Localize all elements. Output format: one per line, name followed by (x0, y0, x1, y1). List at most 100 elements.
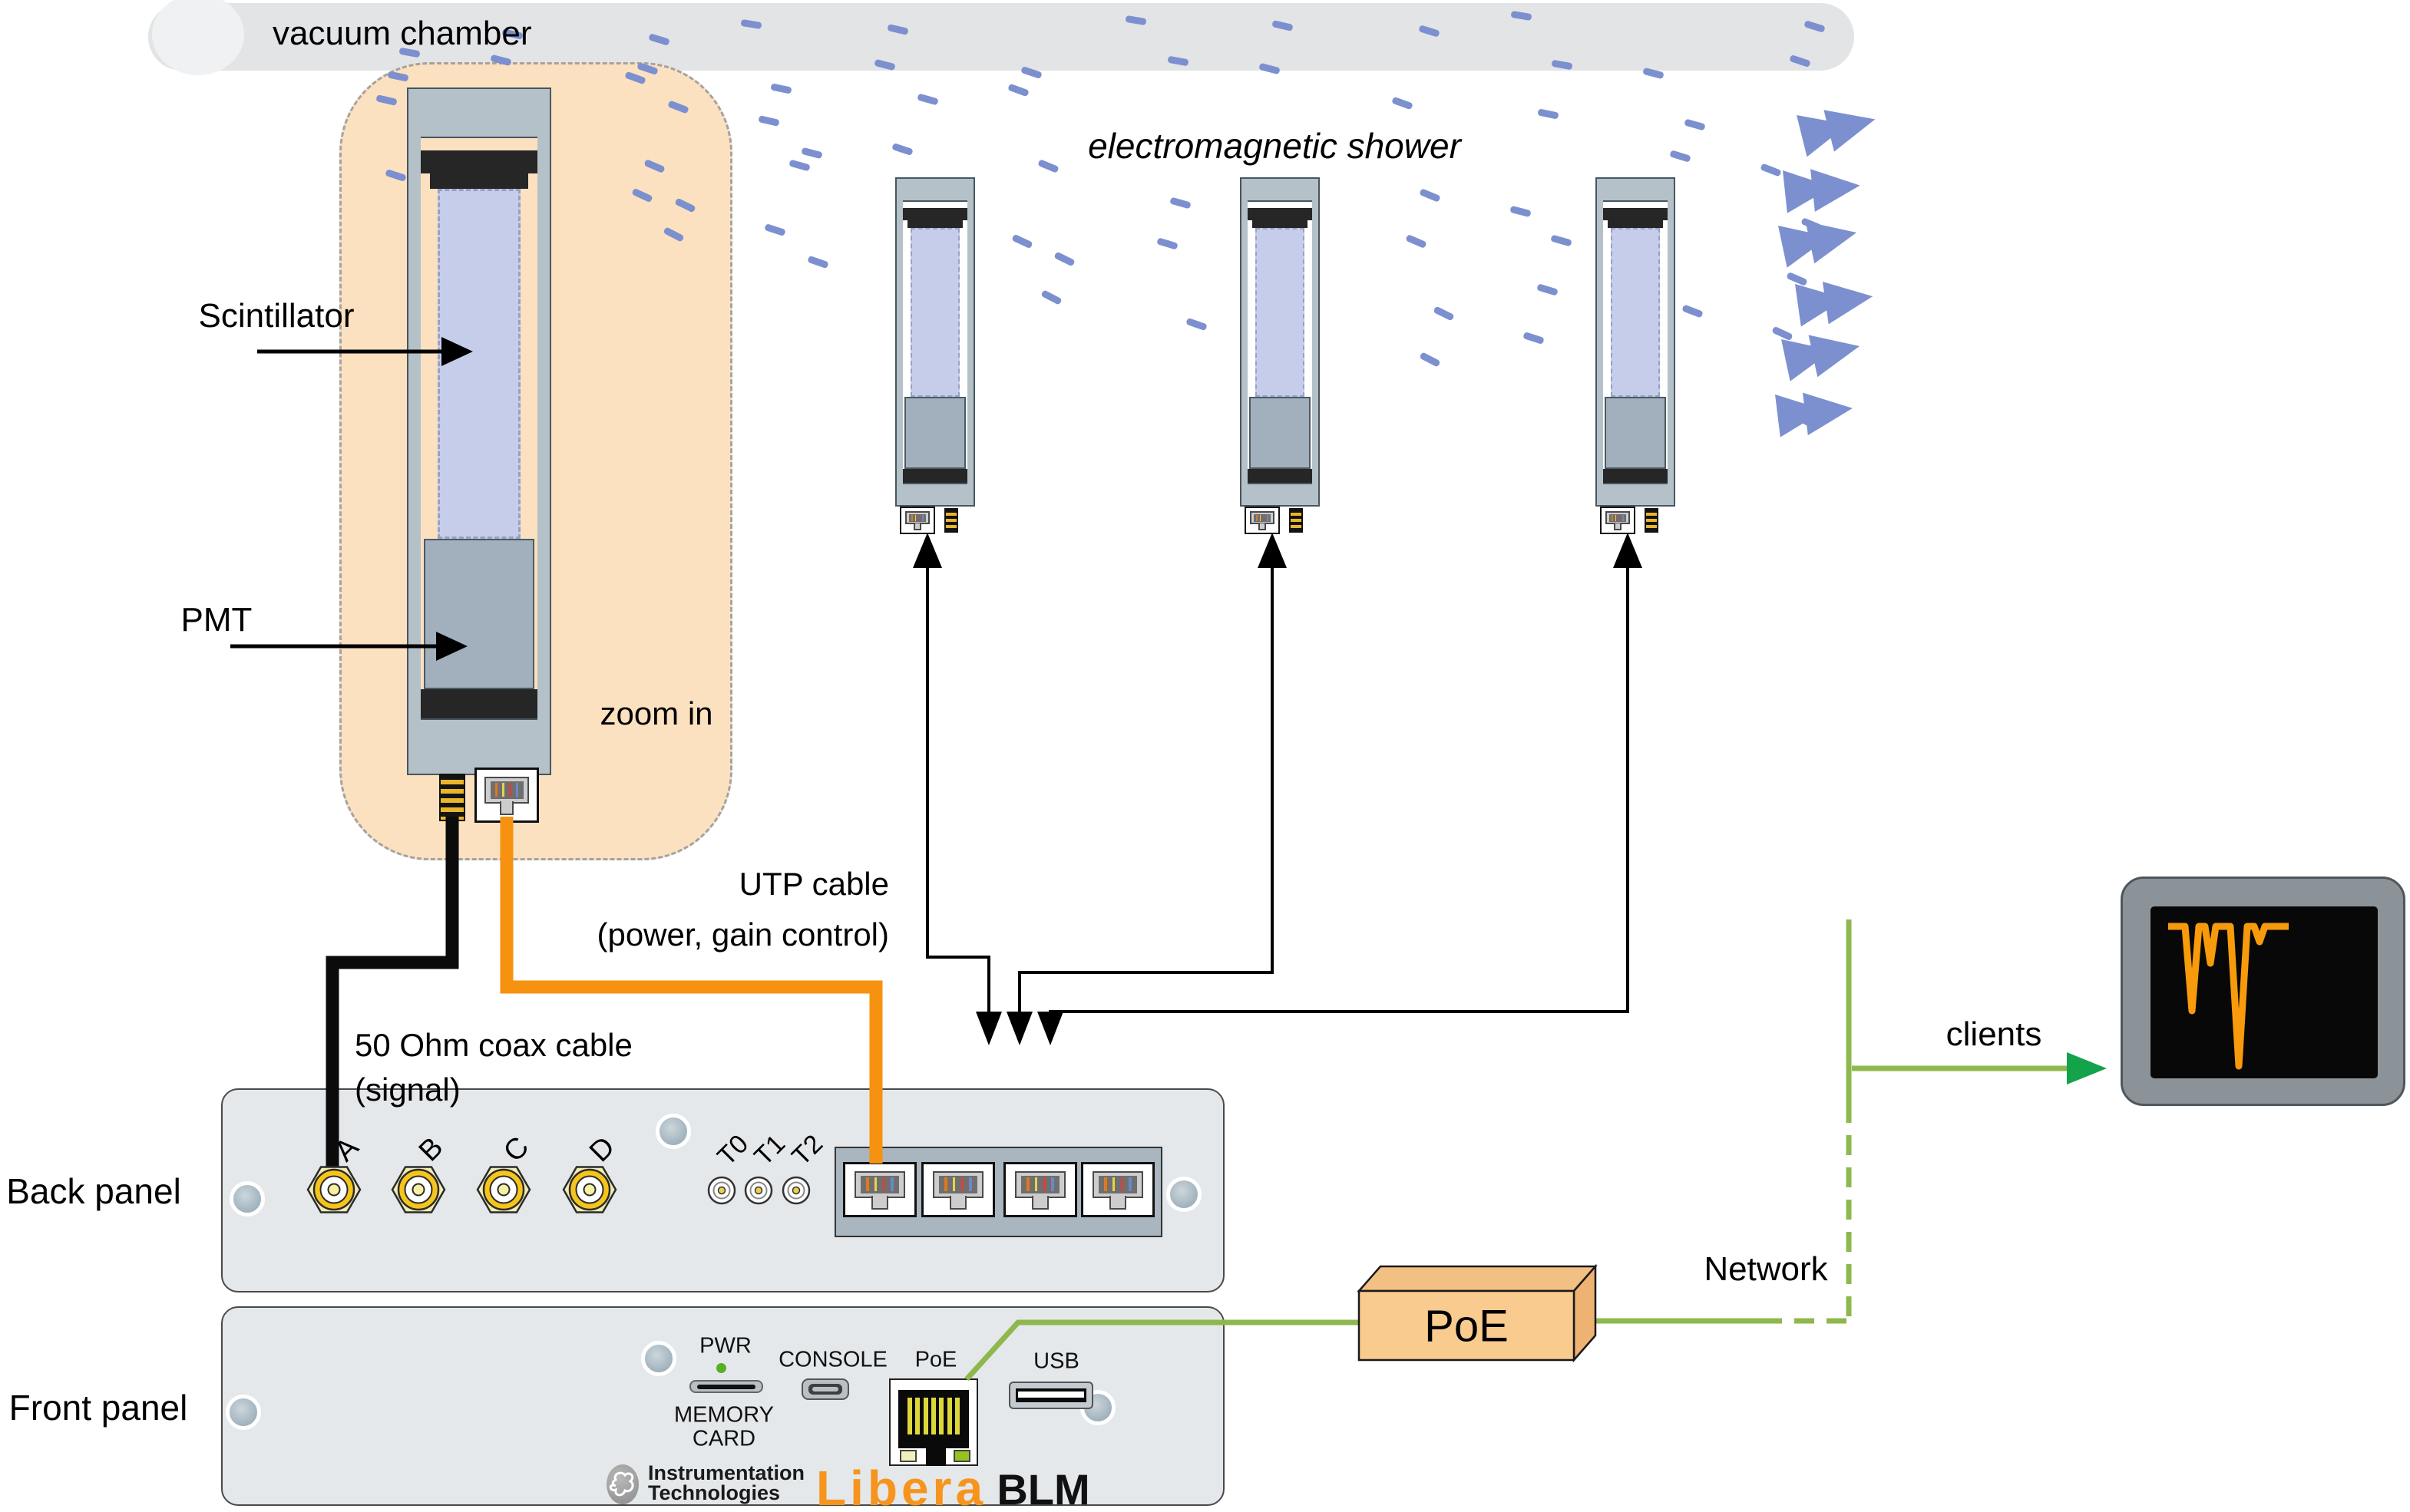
detector-body (1595, 177, 1675, 507)
shower-particle-icon (1760, 163, 1782, 177)
pmt (904, 397, 966, 469)
clients-label: clients (1946, 1015, 2042, 1053)
front-panel-label: Front panel (8, 1388, 188, 1428)
pmt-label: PMT (180, 601, 253, 639)
shower-particle-icon (1683, 118, 1706, 131)
shower-particle-icon (917, 93, 939, 106)
shower-arrow-icon (1808, 335, 1860, 378)
shower-particle-icon (1185, 318, 1208, 332)
coax-connector (1289, 508, 1303, 533)
rj45-connector (1600, 507, 1635, 534)
shower-particle-icon (1771, 325, 1793, 342)
rj45-connector (900, 507, 935, 534)
shower-particle-icon (1669, 150, 1691, 163)
shower-particle-icon (1036, 159, 1060, 173)
shower-particle-icon (1786, 271, 1808, 287)
detector-1 (895, 177, 975, 541)
detector-top-cap (421, 101, 537, 138)
back-panel-label: Back panel (6, 1171, 181, 1211)
shower-particle-icon (1681, 304, 1704, 319)
maker-name-line2: Technologies (648, 1481, 781, 1504)
back-panel (221, 1088, 1225, 1292)
shower-particle-icon (1007, 84, 1030, 97)
memory-card-label-line1: MEMORY (674, 1402, 774, 1428)
em-shower-label: electromagnetic shower (1088, 126, 1461, 166)
network-label: Network (1704, 1250, 1828, 1288)
utp-cable-label-line1: UTP cable (739, 866, 889, 902)
shower-particle-icon (1405, 233, 1427, 249)
scintillator (911, 228, 960, 397)
coax-connector (944, 508, 958, 533)
rj45-port (1081, 1162, 1155, 1217)
rj45-port (843, 1162, 917, 1217)
pwr-label: PWR (699, 1333, 752, 1358)
vacuum-chamber-pipe (148, 3, 1854, 71)
shower-particle-icon (1169, 196, 1192, 210)
shower-arrow-icon (1802, 392, 1853, 436)
detector-zoomed (407, 87, 551, 775)
rj45-port-block (835, 1147, 1162, 1237)
shower-particle-icon (758, 115, 780, 127)
coax-connector (1645, 508, 1658, 533)
shower-arrow-icon (1781, 339, 1833, 381)
product-name: BLM (997, 1465, 1090, 1512)
detector-body (895, 177, 975, 507)
usb-label: USB (1033, 1349, 1079, 1374)
coax-connector (439, 774, 465, 821)
shower-arrow-icon (1810, 169, 1860, 212)
beam-loss-trace (2168, 923, 2289, 1070)
console-label: CONSOLE (779, 1347, 888, 1372)
screw-icon (656, 1114, 691, 1149)
shower-arrow-icon (1823, 110, 1876, 152)
detector-3 (1595, 177, 1675, 541)
front-panel: PWR MEMORY CARD CONSOLE PoE USB Instrume… (221, 1306, 1225, 1512)
rj45-connector (474, 768, 539, 823)
scintillator-label: Scintillator (198, 297, 355, 335)
detector-body (1240, 177, 1320, 507)
shower-particle-icon (1053, 251, 1076, 267)
screw-icon (641, 1341, 676, 1376)
shower-particle-icon (1537, 108, 1559, 120)
rj45-connector (1245, 507, 1280, 534)
instrumentation-technologies-logo-icon (607, 1464, 639, 1504)
clients-arrowhead (2067, 1052, 2107, 1084)
console-port (802, 1378, 849, 1400)
shower-particle-icon (1536, 283, 1559, 296)
poe-port-label: PoE (914, 1347, 957, 1372)
maker-name-line1: Instrumentation (648, 1461, 805, 1484)
monitor-screen (2150, 906, 2378, 1078)
coax-cable-label-line2: (signal) (355, 1071, 461, 1108)
scintillator (1255, 228, 1304, 397)
shower-particle-icon (770, 83, 792, 94)
shower-direction-arrows (1775, 110, 1876, 437)
shower-particle-icon (891, 143, 914, 157)
rj45-port (921, 1162, 995, 1217)
pmt (1605, 397, 1666, 469)
libera-brand-logo: Libera (815, 1461, 987, 1512)
client-monitor (2121, 876, 2405, 1106)
shower-arrow-icon (1778, 226, 1830, 268)
utp-cable-label-line2: (power, gain control) (597, 916, 889, 952)
poe-rj45-port (889, 1378, 978, 1466)
shower-arrow-icon (1805, 221, 1857, 264)
screw-icon (230, 1181, 265, 1217)
shower-particle-icon (1800, 217, 1823, 232)
shower-particle-icon (788, 159, 811, 172)
shower-particle-icon (1509, 206, 1532, 218)
shower-particle-icon (1419, 188, 1441, 203)
memory-card-slot (689, 1380, 763, 1393)
shower-arrow-icon (1797, 115, 1848, 157)
scintillator (438, 189, 521, 539)
shower-arrow-icon (1783, 170, 1833, 213)
detector-top-seal (421, 150, 537, 173)
usb-port (1009, 1382, 1093, 1409)
shower-particle-icon (807, 255, 829, 269)
shower-particle-icon (1433, 305, 1455, 322)
rj45-pins (490, 781, 524, 799)
vacuum-chamber-opening (152, 0, 244, 75)
shower-particle-icon (1522, 332, 1545, 345)
scintillator (1611, 228, 1660, 397)
pmt (1249, 397, 1311, 469)
screw-icon (1166, 1177, 1202, 1212)
shower-particle-icon (1797, 414, 1820, 431)
